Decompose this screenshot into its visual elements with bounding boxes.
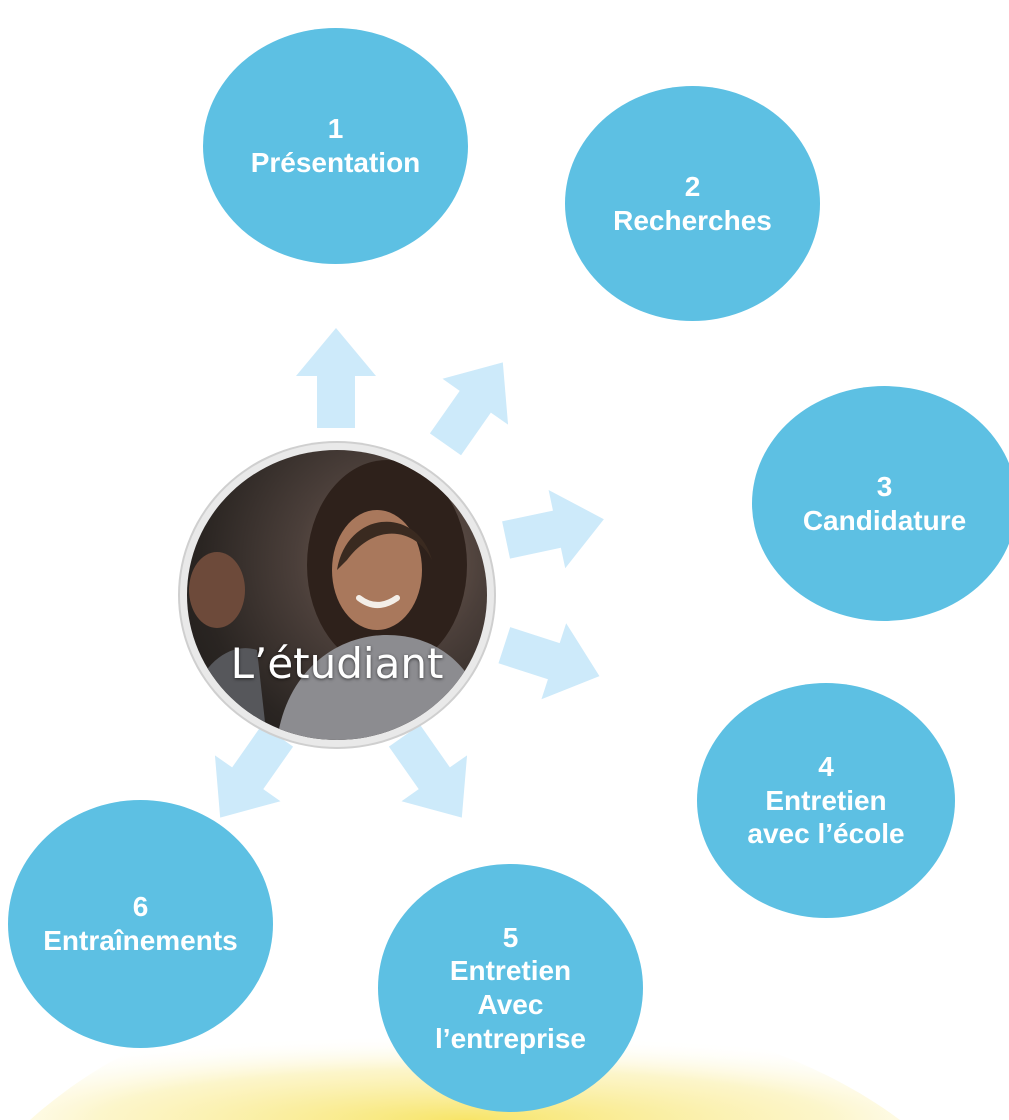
arrow-to-stage-2 (429, 362, 509, 456)
stage-2-recherches: 2 Recherches (565, 86, 820, 321)
stage-4-label-line2: avec l’école (747, 818, 905, 850)
stage-3-number: 3 (876, 470, 893, 502)
stage-6-label: Entraînements (43, 925, 238, 956)
stage-2-label: Recherches (613, 204, 772, 236)
stage-3-candidature: 3 Candidature (752, 386, 1009, 621)
stage-5-number: 5 (502, 921, 519, 953)
stage-1-label: Présentation (250, 147, 421, 178)
stage-5-entretien-entreprise: 5 Entretien Avec l’entreprise (378, 864, 643, 1112)
student-label: L’étudiant (230, 639, 444, 688)
arrow-to-stage-1 (296, 328, 376, 428)
stage-2-number: 2 (684, 170, 701, 202)
stage-5-label-line2: Avec (477, 989, 544, 1020)
stage-6-number: 6 (132, 891, 149, 923)
arrow-to-stage-6 (214, 724, 294, 818)
stage-5-label-line1: Entretien (449, 955, 572, 987)
arrow-to-stage-3 (502, 490, 604, 569)
stage-5-label-line3: l’entreprise (435, 1022, 586, 1054)
stage-1-number: 1 (327, 113, 344, 145)
stage-3-label: Candidature (802, 504, 967, 536)
arrow-to-stage-5 (388, 724, 468, 818)
stage-1-presentation: 1 Présentation (203, 28, 468, 264)
student-hub: L’étudiant (180, 443, 494, 747)
stage-4-entretien-ecole: 4 Entretien avec l’école (697, 683, 955, 918)
stage-4-number: 4 (818, 751, 834, 783)
arrow-to-stage-4 (498, 623, 600, 700)
student-photo (187, 450, 487, 740)
stage-6-entrainements: 6 Entraînements (8, 800, 273, 1048)
stage-4-label-line1: Entretien (765, 784, 887, 816)
